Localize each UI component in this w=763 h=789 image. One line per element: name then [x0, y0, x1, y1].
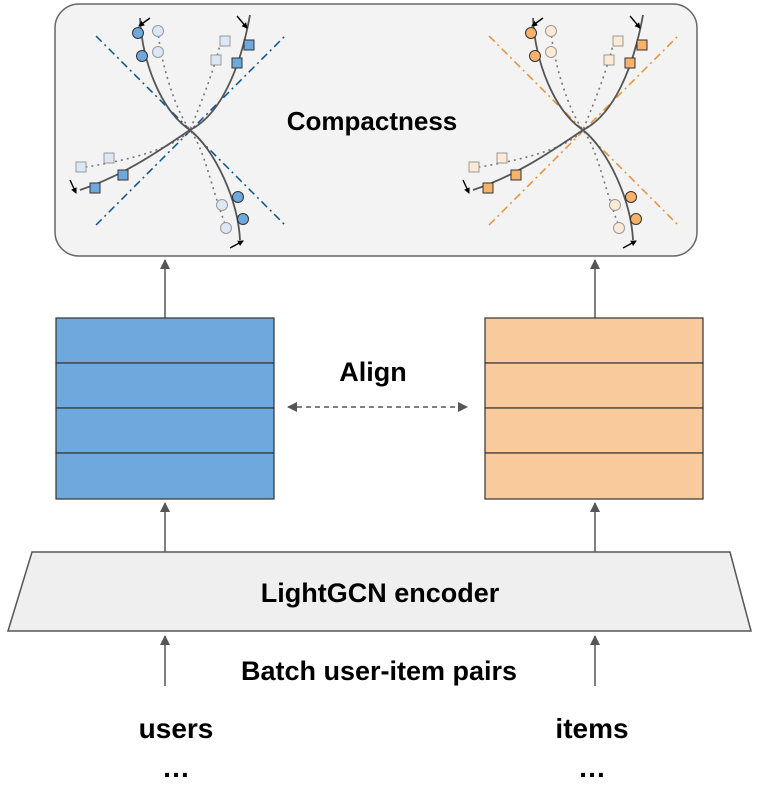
- user-point: [136, 50, 148, 62]
- item-point: [525, 27, 537, 39]
- item-point-faded: [613, 222, 625, 234]
- items-ellipsis: …: [578, 752, 606, 783]
- compactness-label: Compactness: [287, 106, 458, 136]
- item-point-square: [636, 39, 648, 51]
- user-shift-arrow-1: [138, 17, 151, 27]
- item-embedding-space: [462, 14, 679, 249]
- batch-label: Batch user-item pairs: [241, 656, 517, 686]
- item-shift-arrow-3: [462, 179, 470, 194]
- users-label: users: [139, 713, 214, 744]
- user-embedding-row: [55, 362, 275, 409]
- item-embedding-row: [484, 317, 704, 364]
- user-point-square-faded: [210, 54, 222, 66]
- user-point-faded: [216, 199, 228, 211]
- item-shift-arrow-1: [531, 17, 544, 27]
- item-point-square: [624, 57, 636, 69]
- item-point: [630, 213, 642, 225]
- user-embedding-space: [69, 14, 286, 249]
- item-embedding-row: [484, 452, 704, 500]
- user-shift-arrow-3: [69, 179, 77, 194]
- user-curve-dotted-1: [157, 29, 229, 233]
- item-point-square-faded: [612, 35, 624, 47]
- compactness-panel: Compactness: [54, 3, 698, 257]
- user-point-square-faded: [75, 161, 87, 173]
- user-embedding-row: [55, 452, 275, 500]
- user-point-square: [89, 182, 101, 194]
- users-ellipsis: …: [162, 752, 190, 783]
- item-point-faded: [609, 199, 621, 211]
- item-point-faded: [545, 46, 557, 58]
- item-point: [625, 191, 637, 203]
- user-point-square-faded: [219, 35, 231, 47]
- user-point: [237, 213, 249, 225]
- item-point-square: [482, 182, 494, 194]
- user-point-faded: [220, 222, 232, 234]
- user-point-square-faded: [103, 152, 115, 164]
- item-curve-dotted-1: [550, 29, 622, 233]
- item-shift-arrow-2: [629, 15, 641, 29]
- user-point: [132, 27, 144, 39]
- item-point-faded: [545, 25, 557, 37]
- item-point-square-faded: [603, 54, 615, 66]
- item-point-square-faded: [468, 161, 480, 173]
- user-shift-arrow-2: [236, 15, 248, 29]
- user-point-square: [231, 57, 243, 69]
- item-point: [529, 50, 541, 62]
- encoder-block: [6, 551, 752, 632]
- item-embedding-row: [484, 362, 704, 409]
- user-point: [232, 191, 244, 203]
- align-label: Align: [339, 357, 407, 387]
- user-point-faded: [152, 25, 164, 37]
- user-point-square: [117, 169, 129, 181]
- item-embedding-block: [484, 317, 704, 500]
- user-embedding-block: [55, 317, 275, 500]
- user-shift-arrow-4: [229, 240, 244, 249]
- item-point-square-faded: [496, 152, 508, 164]
- item-shift-arrow-4: [622, 240, 637, 249]
- items-label: items: [555, 713, 628, 744]
- item-embedding-row: [484, 407, 704, 454]
- encoder-label: LightGCN encoder: [261, 578, 500, 608]
- user-embedding-row: [55, 407, 275, 454]
- user-embedding-row: [55, 317, 275, 364]
- user-point-square: [243, 39, 255, 51]
- user-point-faded: [152, 46, 164, 58]
- item-point-square: [510, 169, 522, 181]
